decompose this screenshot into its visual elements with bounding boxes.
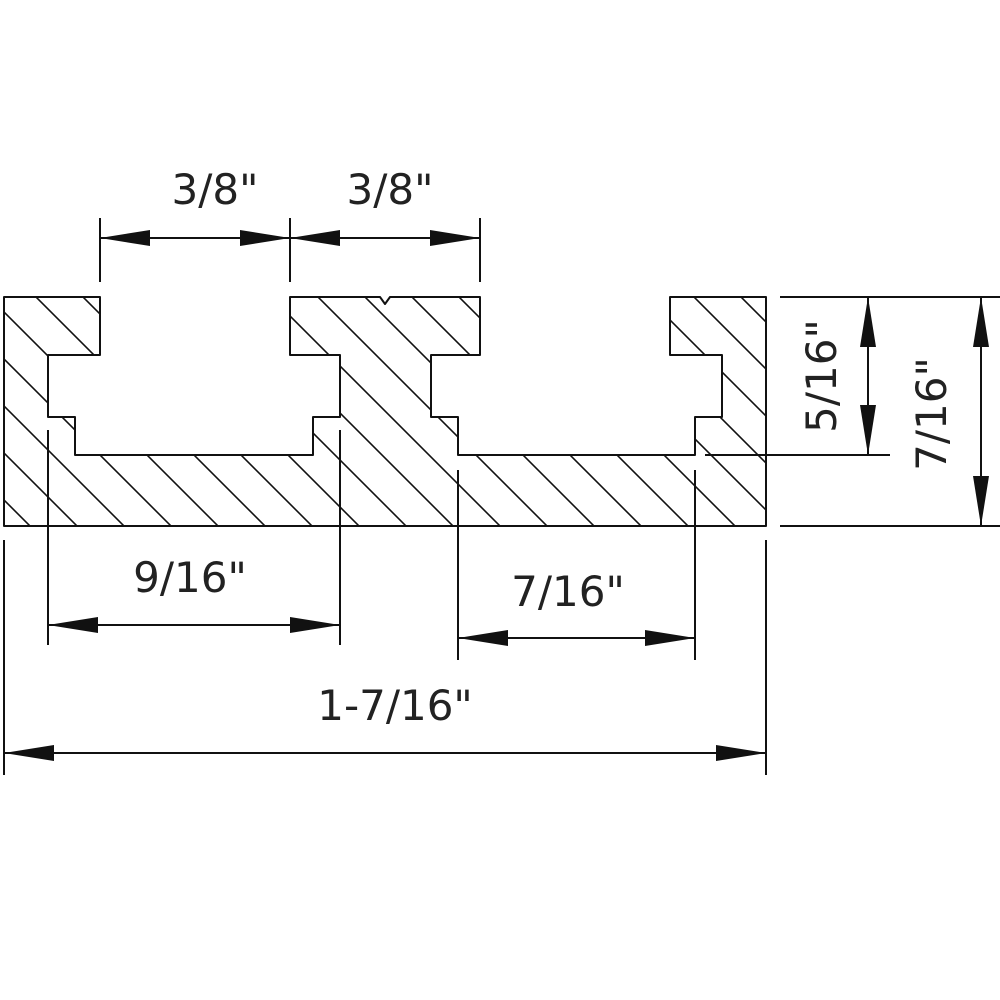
hatch-line [498,297,740,526]
hatch-line [451,297,693,526]
hatch-line [639,297,766,526]
hatch-line [4,297,223,526]
hatch-line [545,297,766,526]
hatch-line [404,297,646,526]
hatch-line [4,297,129,526]
hatch-line [4,297,82,526]
hatch-line [263,297,505,526]
dim-label-slot-right: 7/16" [511,567,625,616]
hatch-line [122,297,364,526]
dimension-slot-width-left: 9/16" [47,430,341,645]
dim-label-overall-height: 7/16" [907,357,956,471]
profile-outline [3,296,767,527]
dim-label-slot-depth: 5/16" [797,319,846,433]
hatch-line [357,297,599,526]
hatch-line [216,297,458,526]
hatch-line [686,297,766,526]
dimension-slot-lip: 3/8" 3/8" [99,165,481,282]
dimension-heights: 5/16" 7/16" [705,296,1000,527]
dimension-slot-width-right: 7/16" [457,470,696,660]
hatch-line [28,297,270,526]
hatch-line [75,297,317,526]
dim-label-lip-left: 3/8" [172,165,259,214]
dim-label-lip-right: 3/8" [347,165,434,214]
hatch-line [4,297,176,526]
dimension-overall-width: 1-7/16" [3,540,767,775]
section-hatching [4,297,766,526]
dim-label-slot-left: 9/16" [133,553,247,602]
dim-label-overall-width: 1-7/16" [317,681,473,730]
